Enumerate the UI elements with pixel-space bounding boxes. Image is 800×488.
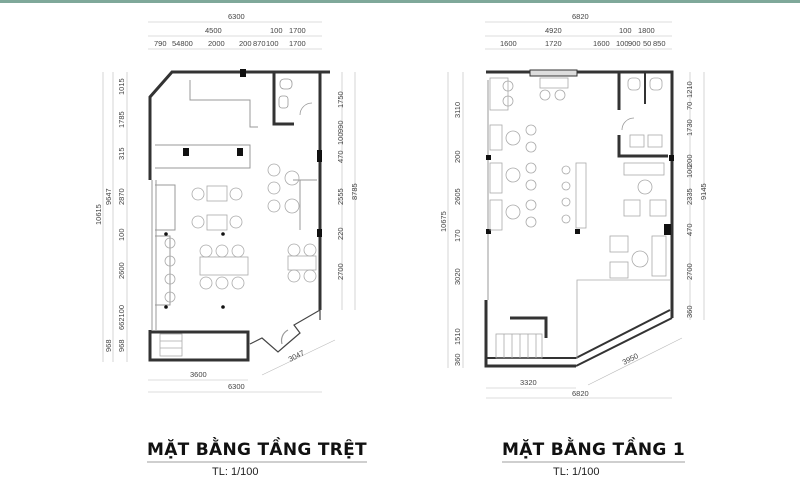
dim-top-overall: 6300 [228, 12, 245, 21]
dim-label: 10615 [94, 204, 103, 225]
dim-label: 100 [266, 39, 279, 48]
dim-label: 662100 [117, 305, 126, 330]
dim-label: 315 [117, 147, 126, 160]
dim-label: 3047 [287, 348, 306, 364]
dim-label: 2700 [336, 263, 345, 280]
dim-label: 2555 [336, 188, 345, 205]
dim-label: 100 [685, 165, 694, 178]
dim-label: 2000 [208, 39, 225, 48]
dim-label: 200 [453, 150, 462, 163]
dim-label: 900 [628, 39, 641, 48]
dim-label: 6820 [572, 389, 589, 398]
dim-label: 3110 [453, 102, 462, 118]
first-floor-title: MẶT BẰNG TẦNG 1 [502, 440, 685, 463]
first-floor-plan: 6820 4920 100 1800 1600 1720 1600 100 90… [439, 12, 708, 399]
dim-label: 1210 [685, 81, 694, 98]
dim-label: 850 [653, 39, 666, 48]
dim-label: 2600 [117, 262, 126, 279]
dim-label: 470 [336, 150, 345, 163]
dim-label: 50 [643, 39, 651, 48]
ground-floor-scale: TL: 1/100 [212, 466, 259, 478]
dim-label: 1800 [638, 26, 655, 35]
dim-label: 968 [117, 339, 126, 352]
dim-label: 6300 [228, 382, 245, 391]
dim-label: 100 [619, 26, 632, 35]
dim-label: 360 [685, 305, 694, 318]
dim-label: 1510 [453, 328, 462, 345]
ground-floor-title: MẶT BẰNG TẦNG TRỆT [147, 440, 367, 463]
dim-label: 6820 [572, 12, 589, 21]
dim-label: 1015 [117, 78, 126, 95]
first-floor-scale: TL: 1/100 [553, 466, 600, 478]
dim-label: 100 [117, 228, 126, 241]
dim-label: 2605 [453, 188, 462, 205]
dim-label: 1600 [500, 39, 517, 48]
dim-label: 990 [336, 120, 345, 133]
dim-label: 470 [685, 223, 694, 236]
dim-label: 1785 [117, 111, 126, 128]
dim-label: 2700 [685, 263, 694, 280]
dim-label: 70 [685, 102, 694, 110]
dim-label: 1750 [336, 91, 345, 108]
dim-label: 3950 [621, 351, 640, 367]
dim-label: 100 [616, 39, 629, 48]
dim-label: 2870 [117, 188, 126, 205]
dim-label: 3600 [190, 370, 207, 379]
dim-label: 360 [453, 353, 462, 366]
dim-label: 9647 [104, 188, 113, 205]
dim-label: 170 [453, 229, 462, 242]
dim-label: 100 [336, 132, 345, 145]
dim-label: 968 [104, 339, 113, 352]
dim-label: 200 [239, 39, 252, 48]
dim-label: 3020 [453, 268, 462, 285]
dim-label: 54800 [172, 39, 193, 48]
dim-label: 9145 [699, 183, 708, 200]
dim-label: 1720 [545, 39, 562, 48]
dim-label: 1700 [289, 26, 306, 35]
dim-label: 10675 [439, 211, 448, 232]
dim-label: 2335 [685, 188, 694, 205]
dim-label: 220 [336, 227, 345, 240]
floor-plans-drawing: 6300 4500 100 1700 790 54800 2000 200 87… [94, 12, 708, 399]
dim-label: 8785 [350, 183, 359, 200]
dim-label: 1600 [593, 39, 610, 48]
dim-label: 4500 [205, 26, 222, 35]
dim-label: 790 [154, 39, 167, 48]
dim-label: 200 [685, 154, 694, 167]
dim-label: 870 [253, 39, 266, 48]
top-accent-bar [0, 0, 800, 3]
ground-floor-plan: 6300 4500 100 1700 790 54800 2000 200 87… [94, 12, 359, 393]
dim-label: 4920 [545, 26, 562, 35]
dim-label: 1700 [289, 39, 306, 48]
dim-label: 100 [270, 26, 283, 35]
dim-label: 1730 [685, 119, 694, 136]
dim-label: 3320 [520, 378, 537, 387]
